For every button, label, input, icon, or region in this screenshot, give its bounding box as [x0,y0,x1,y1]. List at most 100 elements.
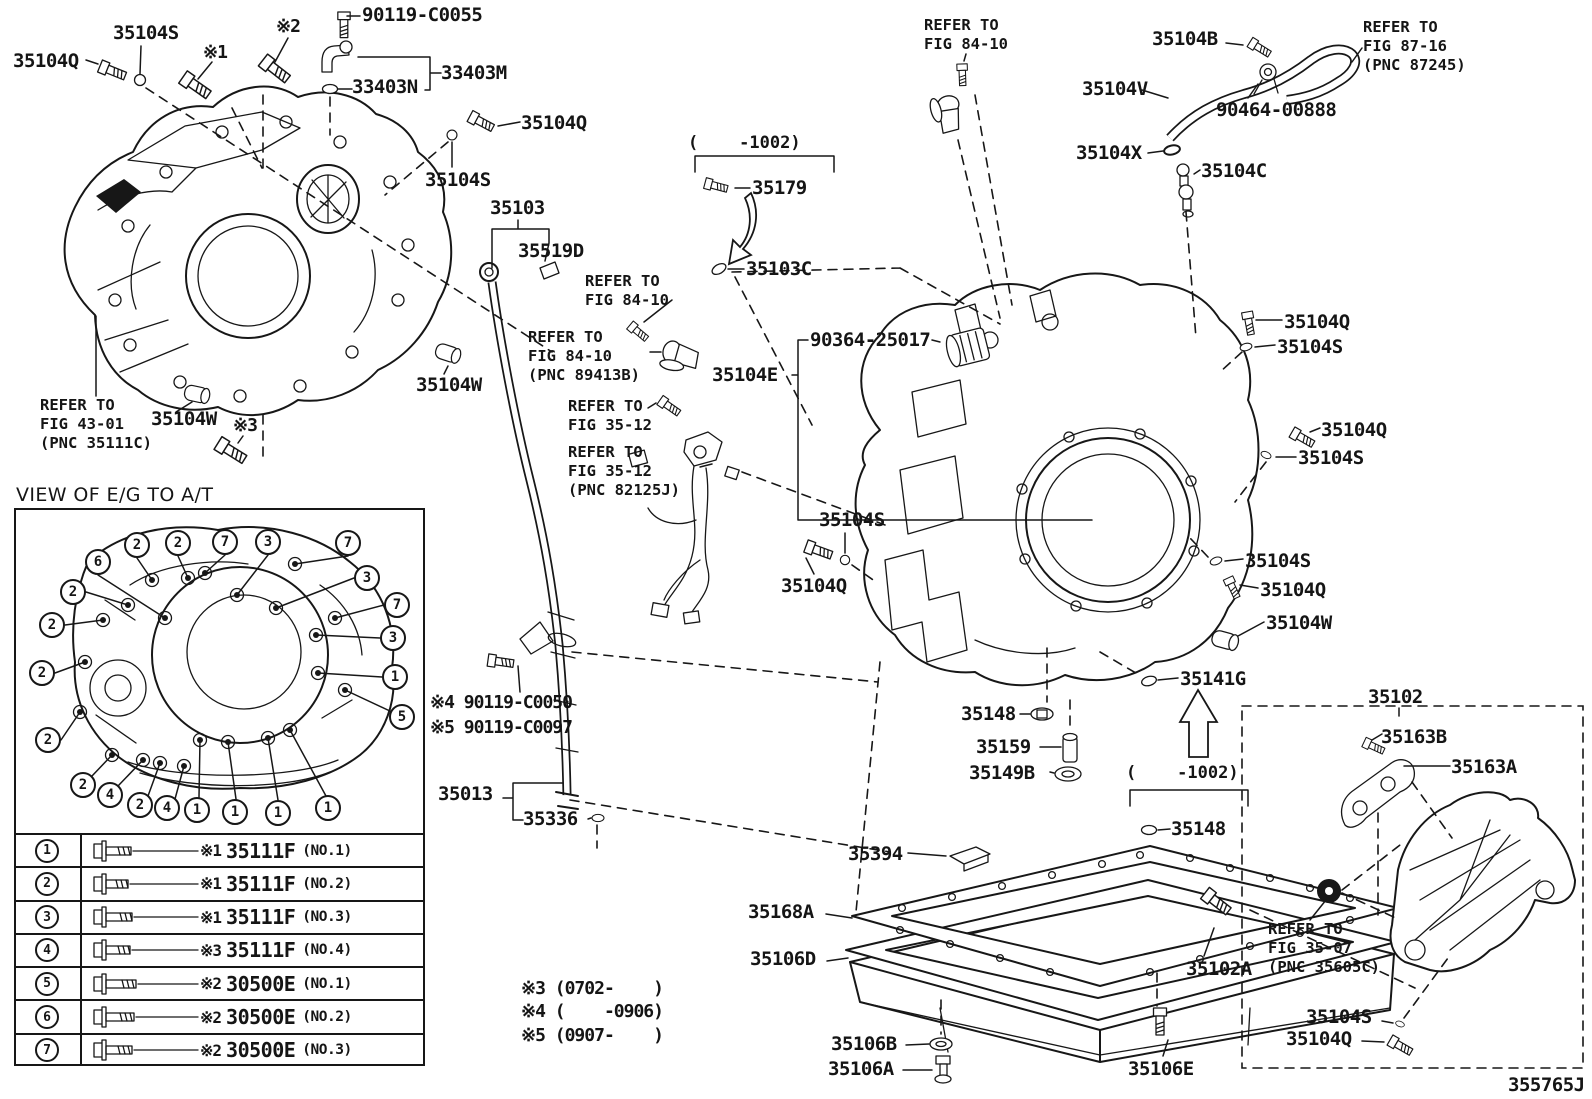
legend-row-6: 6 ※2 30500E (NO.2) [14,999,425,1033]
part-label-33403m: 33403M [441,62,507,84]
legend-part-number: 30500E [226,1005,296,1030]
part-label-35104e: 35104E [712,364,778,386]
legend-part-number: 35111F [226,905,296,930]
bolt-icon [93,1006,199,1028]
legend-row-5: 5 ※2 30500E (NO.1) [14,966,425,1000]
bolt-callout: 5 [389,704,415,730]
part-label-35104x: 35104X [1076,142,1142,164]
legend-callout-number: 3 [35,905,59,930]
bolt-callout: 4 [154,795,180,821]
refer-note-fig43-01: REFER TO FIG 43-01 (PNC 35111C) [40,396,152,452]
refer-note-fig87-16: REFER TO FIG 87-16 (PNC 87245) [1363,18,1466,74]
legend-ref-mark: ※2 [200,974,222,994]
bolt-callout: 1 [222,799,248,825]
note-bolt-90119-c0050: ※4 90119-C0050 [430,692,573,713]
legend-part-number: 30500E [226,1038,296,1063]
legend-row-7: 7 ※2 30500E (NO.3) [14,1032,425,1066]
refer-note-fig35-07: REFER TO FIG 35-07 (PNC 35605C) [1268,920,1380,976]
refer-note-fig84-10-pnc: REFER TO FIG 84-10 (PNC 89413B) [528,328,640,384]
bolt-callout: 2 [124,532,150,558]
part-label-35104q-r2: 35104Q [1321,419,1387,441]
refer-note-fig35-12-pnc: REFER TO FIG 35-12 (PNC 82125J) [568,443,680,499]
part-label-35104b: 35104B [1152,28,1218,50]
part-label-35148-a: 35148 [961,703,1016,725]
bolt-icon [93,873,199,895]
refer-note-fig84-10-mid: REFER TO FIG 84-10 [585,272,669,309]
part-label-35104q-r1: 35104Q [1284,311,1350,333]
bolt-callout: 6 [85,549,111,575]
part-label-35104v: 35104V [1082,78,1148,100]
legend-position-number: (NO.4) [302,942,352,959]
legend-part-number: 35111F [226,938,296,963]
breather-hose-art [1163,44,1361,218]
part-label-35141g: 35141G [1180,668,1246,690]
bolt-callout: 2 [60,579,86,605]
legend-ref-mark: ※1 [200,907,222,927]
legend-row-4: 4 ※3 35111F (NO.4) [14,932,425,967]
note-range-4: ※4 ( -0906) [521,1001,664,1022]
legend-position-number: (NO.3) [302,1042,352,1059]
legend-ref-mark: ※1 [200,874,222,894]
legend-part-number: 35111F [226,838,296,863]
refer-note-fig35-12: REFER TO FIG 35-12 [568,397,652,434]
part-label-35519d: 35519D [518,240,584,262]
part-label-35104q-br: 35104Q [1286,1028,1352,1050]
dipstick-art [479,262,579,810]
view-of-eg-to-at-box [14,508,425,1066]
legend-callout-number: 2 [35,871,59,896]
legend-ref-mark: ※2 [200,1040,222,1060]
legend-ref-mark: ※2 [200,1007,222,1027]
part-label-35148-b: 35148 [1171,818,1226,840]
legend-callout-number: 7 [35,1038,59,1063]
part-label-35168a: 35168A [748,901,814,923]
part-label-90119-c0055: 90119-C0055 [362,4,483,26]
oil-pan-art [845,845,1399,1063]
note-mark-1: ※1 [203,42,228,63]
bolt-icon [93,906,199,928]
legend-part-number: 35111F [226,871,296,896]
harness-art [628,431,740,625]
legend-position-number: (NO.3) [302,909,352,926]
legend-row-2: 2 ※1 35111F (NO.2) [14,866,425,900]
arrows [727,191,1219,758]
part-label-35013: 35013 [438,783,493,805]
part-label-35104q-r3: 35104Q [1260,579,1326,601]
range-label-1002-a: ( -1002) [688,133,801,153]
part-label-35104s-c: 35104S [819,509,885,531]
bolt-callout: 1 [315,795,341,821]
part-label-35104w-r: 35104W [1266,612,1332,634]
bolt-legend-table: 1 ※1 35111F (NO.1) 2 ※1 35111F (NO.2) 3 … [14,833,425,1066]
part-label-33403n: 33403N [352,76,418,98]
bolt-callout: 3 [380,625,406,651]
view-title: VIEW OF E/G TO A/T [16,484,214,506]
part-label-35104q-tl: 35104Q [13,50,79,72]
legend-row-3: 3 ※1 35111F (NO.3) [14,899,425,933]
note-mark-3: ※3 [233,415,258,436]
part-label-35336: 35336 [523,808,578,830]
legend-callout-number: 1 [35,838,59,863]
part-label-35163a: 35163A [1451,756,1517,778]
bolt-icon [93,973,199,995]
note-bolt-90119-c0097: ※5 90119-C0097 [430,717,573,738]
bolt-callout: 2 [127,792,153,818]
part-label-35179: 35179 [752,177,807,199]
left-case-art [63,85,453,417]
part-label-35104q-tc: 35104Q [521,112,587,134]
legend-position-number: (NO.2) [302,875,352,892]
part-label-35104s-r1: 35104S [1277,336,1343,358]
legend-callout-number: 6 [35,1005,59,1030]
bolt-icon [93,839,199,862]
part-label-90364-25017: 90364-25017 [810,329,931,351]
bolt-callout: 2 [165,530,191,556]
bolt-callout: 7 [335,530,361,556]
legend-callout-number: 4 [35,938,59,963]
part-label-35104c: 35104C [1201,160,1267,182]
note-range-5: ※5 (0907- ) [521,1025,664,1046]
part-label-35104s-r3: 35104S [1245,550,1311,572]
bolt-icon [93,939,199,962]
bolt-callout: 7 [384,592,410,618]
dashed-lines [145,87,1453,1035]
bolt-callout: 2 [29,660,55,686]
legend-ref-mark: ※1 [200,841,222,861]
part-label-35102a: 35102A [1186,958,1252,980]
